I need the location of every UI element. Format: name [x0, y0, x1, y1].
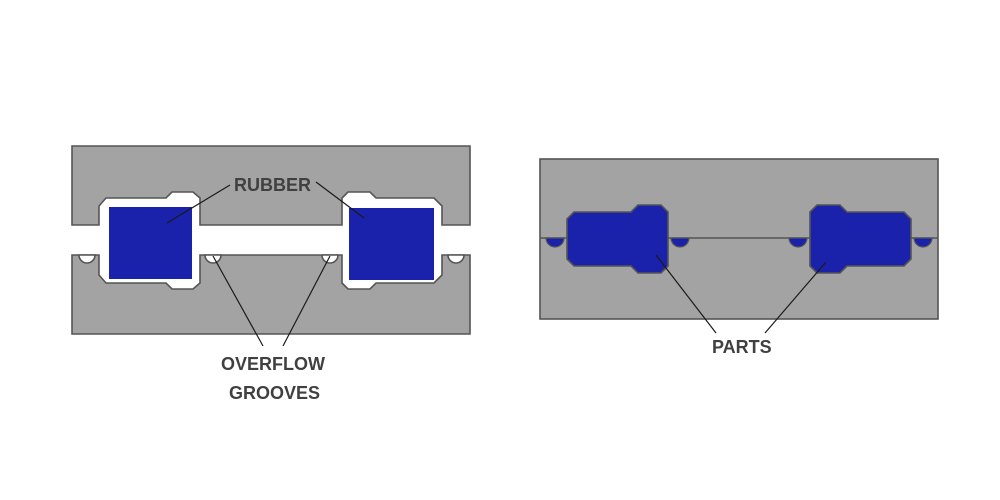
- parts-label: PARTS: [712, 337, 772, 357]
- overflow-flash: [913, 237, 933, 248]
- lower-mold-half: [71, 254, 471, 335]
- overflow-flash: [670, 237, 690, 248]
- molded-part: [566, 204, 669, 274]
- closed-mold: [539, 158, 939, 334]
- rubber-leader-line: [166, 184, 231, 224]
- rubber-label: RUBBER: [234, 175, 312, 195]
- rubber-leader-line: [315, 181, 365, 219]
- upper-mold-half: [71, 145, 471, 226]
- rubber-preform: [349, 208, 434, 280]
- overflow-grooves-label-line2: GROOVES: [229, 383, 321, 403]
- open-mold: [71, 145, 471, 347]
- overflow-flash: [788, 237, 808, 248]
- overflow-leader-line: [212, 255, 264, 347]
- overflow-groove: [204, 254, 222, 264]
- parts-leader-line: [764, 261, 827, 334]
- overflow-leader-line: [282, 255, 331, 347]
- overflow-grooves-label-line1: OVERFLOW: [221, 354, 325, 374]
- overflow-flash: [545, 237, 565, 248]
- parts-leader-line: [655, 254, 717, 334]
- overflow-groove: [447, 254, 465, 264]
- overflow-groove: [321, 254, 339, 264]
- overflow-groove: [78, 254, 96, 264]
- rubber-preform: [109, 207, 192, 279]
